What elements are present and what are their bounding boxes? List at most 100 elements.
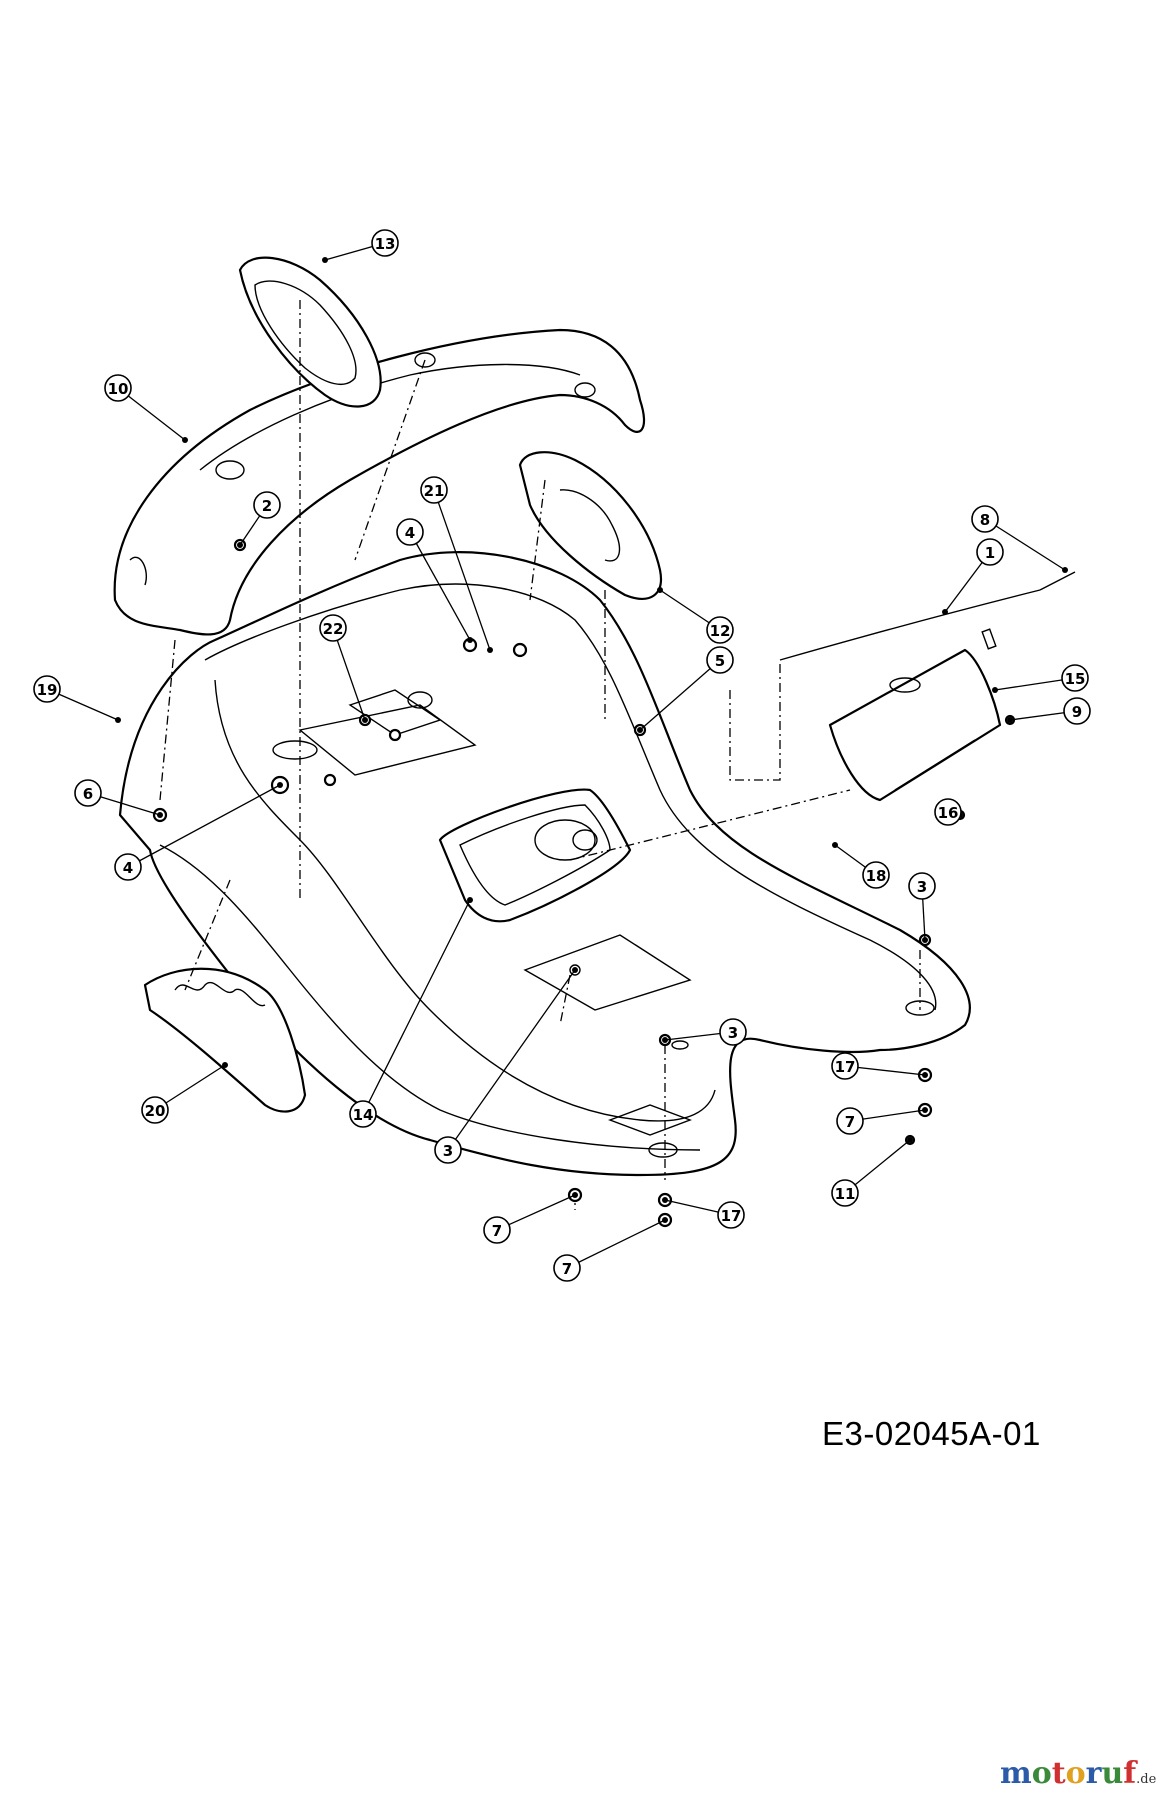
callout-leader [447, 969, 576, 1151]
fender [113, 328, 645, 636]
callout-label: 8 [980, 511, 990, 529]
callout-arrowhead [662, 1037, 668, 1043]
callout-balloon [1063, 697, 1091, 725]
callout-11: 11 [831, 1137, 913, 1207]
callout-16: 16 [934, 798, 963, 826]
callout-label: 3 [728, 1024, 738, 1042]
fender-insert-right [518, 451, 663, 600]
callout-leader [496, 1194, 576, 1231]
callout-balloon [971, 505, 999, 533]
callout-21: 21 [420, 476, 493, 653]
callout-13: 13 [322, 229, 399, 263]
callout-leader [639, 659, 721, 731]
callout-balloon [553, 1254, 581, 1282]
callout-arrowhead [362, 717, 368, 723]
callout-label: 9 [1072, 703, 1082, 721]
callout-balloon [33, 675, 61, 703]
callout-label: 3 [917, 878, 927, 896]
watermark-logo: motoruf.de [1000, 1756, 1156, 1791]
callout-20: 20 [141, 1062, 228, 1124]
callout-arrowhead [637, 727, 643, 733]
callout-arrowhead [1062, 567, 1068, 573]
callout-2: 2 [237, 491, 281, 548]
callout-arrowhead [115, 717, 121, 723]
callout-arrowhead [942, 609, 948, 615]
watermark-letter: f [1123, 1756, 1137, 1791]
callout-label: 7 [845, 1113, 855, 1131]
watermark-letter: r [1085, 1756, 1102, 1791]
callout-arrowhead [907, 1137, 913, 1143]
callout-leader [984, 518, 1066, 571]
callout-balloon [831, 1179, 859, 1207]
callout-label: 13 [375, 235, 396, 253]
callout-arrowhead [922, 937, 928, 943]
callout-balloon [114, 853, 142, 881]
callout-arrowhead [1007, 717, 1013, 723]
watermark-letter: u [1101, 1756, 1124, 1791]
callout-7: 7 [836, 1107, 928, 1135]
callout-balloon [434, 1136, 462, 1164]
callout-7: 7 [483, 1192, 578, 1244]
callout-balloon [74, 779, 102, 807]
callout-label: 2 [262, 497, 272, 515]
callout-8: 8 [971, 505, 1068, 573]
callout-label: 3 [443, 1142, 453, 1160]
callout-arrowhead [322, 257, 328, 263]
drawing-number: E3-02045A-01 [822, 1415, 1041, 1452]
battery-cover [828, 648, 1002, 802]
callout-label: 1 [985, 544, 995, 562]
callout-15: 15 [992, 664, 1089, 693]
callout-3: 3 [908, 872, 936, 943]
callout-22: 22 [319, 614, 368, 723]
callout-balloon [141, 1096, 169, 1124]
callout-label: 5 [715, 652, 725, 670]
watermark-letter: o [1031, 1756, 1052, 1791]
fender-insert-left [238, 256, 382, 408]
callout-arrowhead [487, 647, 493, 653]
callout-leader [433, 489, 491, 651]
callout-9: 9 [1007, 697, 1091, 725]
callout-balloon [719, 1018, 747, 1046]
callout-balloon [836, 1107, 864, 1135]
callout-arrowhead [922, 1072, 928, 1078]
callout-4: 4 [396, 518, 473, 643]
watermark-text: motoruf [1000, 1756, 1136, 1791]
assembly-lines [159, 300, 921, 1210]
callout-3: 3 [434, 967, 578, 1164]
callout-balloon [1061, 664, 1089, 692]
callout-balloon [319, 614, 347, 642]
callout-10: 10 [104, 374, 188, 443]
callout-5: 5 [637, 646, 734, 733]
callout-arrowhead [992, 687, 998, 693]
callout-label: 21 [424, 482, 445, 500]
callout-6: 6 [74, 779, 163, 818]
watermark-letter: t [1051, 1756, 1066, 1791]
callout-leader [409, 531, 471, 641]
callout-17: 17 [662, 1197, 745, 1229]
callout-label: 11 [835, 1185, 856, 1203]
callout-arrowhead [222, 1062, 228, 1068]
callout-arrowhead [657, 587, 663, 593]
callout-label: 15 [1065, 670, 1086, 688]
callout-14: 14 [349, 897, 473, 1128]
callout-label: 12 [710, 622, 731, 640]
cable [779, 571, 1076, 661]
callout-balloon [976, 538, 1004, 566]
callout-18: 18 [832, 842, 890, 889]
callout-label: 18 [866, 867, 887, 885]
callout-arrowhead [922, 1107, 928, 1113]
callout-4: 4 [114, 782, 283, 881]
watermark-letter: m [1000, 1756, 1032, 1791]
callout-balloon [908, 872, 936, 900]
callout-balloon [934, 798, 962, 826]
step-plate [143, 967, 307, 1113]
callout-label: 16 [938, 804, 959, 822]
callout-label: 19 [37, 681, 58, 699]
callout-balloon [420, 476, 448, 504]
callout-label: 7 [562, 1260, 572, 1278]
callout-leader [117, 387, 186, 441]
callout-balloon [104, 374, 132, 402]
callout-label: 4 [405, 524, 415, 542]
callout-arrowhead [662, 1217, 668, 1223]
